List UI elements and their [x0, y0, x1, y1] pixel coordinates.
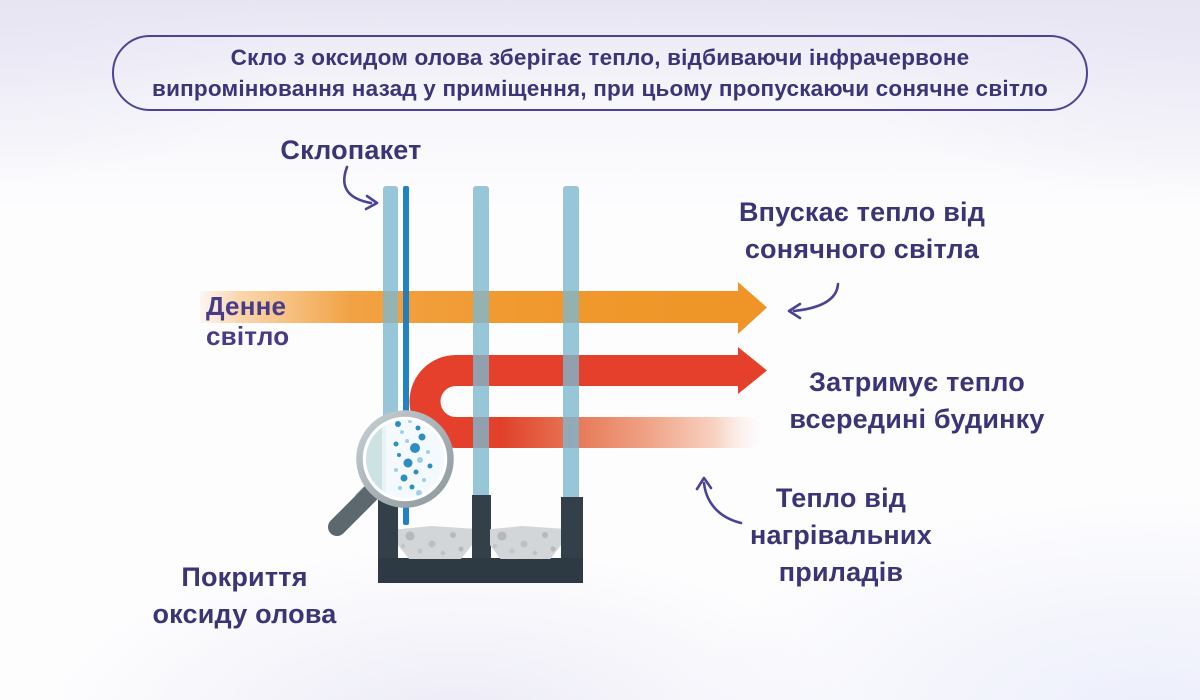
retain-heat-label: Затримує тепло всередині будинку: [789, 367, 1045, 434]
daylight-label: Денне світло: [206, 291, 290, 351]
desiccant-fill-left: [398, 526, 472, 559]
pointer-arrow-heaters: [695, 476, 743, 525]
tin-oxide-coating-label: Покриття оксиду олова: [152, 562, 337, 629]
glazing-unit-label: Склопакет: [280, 135, 422, 165]
magnified-coating-particles: [366, 419, 433, 499]
solar-heat-label: Впускає тепло від сонячного світла: [738, 197, 986, 264]
pointer-arrow-solar: [787, 282, 840, 320]
header-banner: Скло з оксидом олова зберігає тепло, від…: [112, 35, 1088, 111]
frame-bottom-bar: [378, 558, 583, 583]
desiccant-fill-right: [490, 526, 561, 559]
glass-pane-outer: [383, 186, 398, 498]
pointer-arrow-glazing: [342, 165, 379, 211]
glass-pane-inner: [563, 186, 579, 498]
banner-text-line1: Скло з оксидом олова зберігає тепло, від…: [230, 45, 970, 70]
banner-text-line2: випромінювання назад у приміщення, при ц…: [152, 76, 1048, 101]
glass-pane-middle: [473, 186, 489, 495]
indoor-heat-arrow: [500, 417, 763, 448]
low-e-coating-line: [403, 186, 409, 525]
heater-heat-label: Тепло від нагрівальних приладів: [750, 483, 932, 587]
